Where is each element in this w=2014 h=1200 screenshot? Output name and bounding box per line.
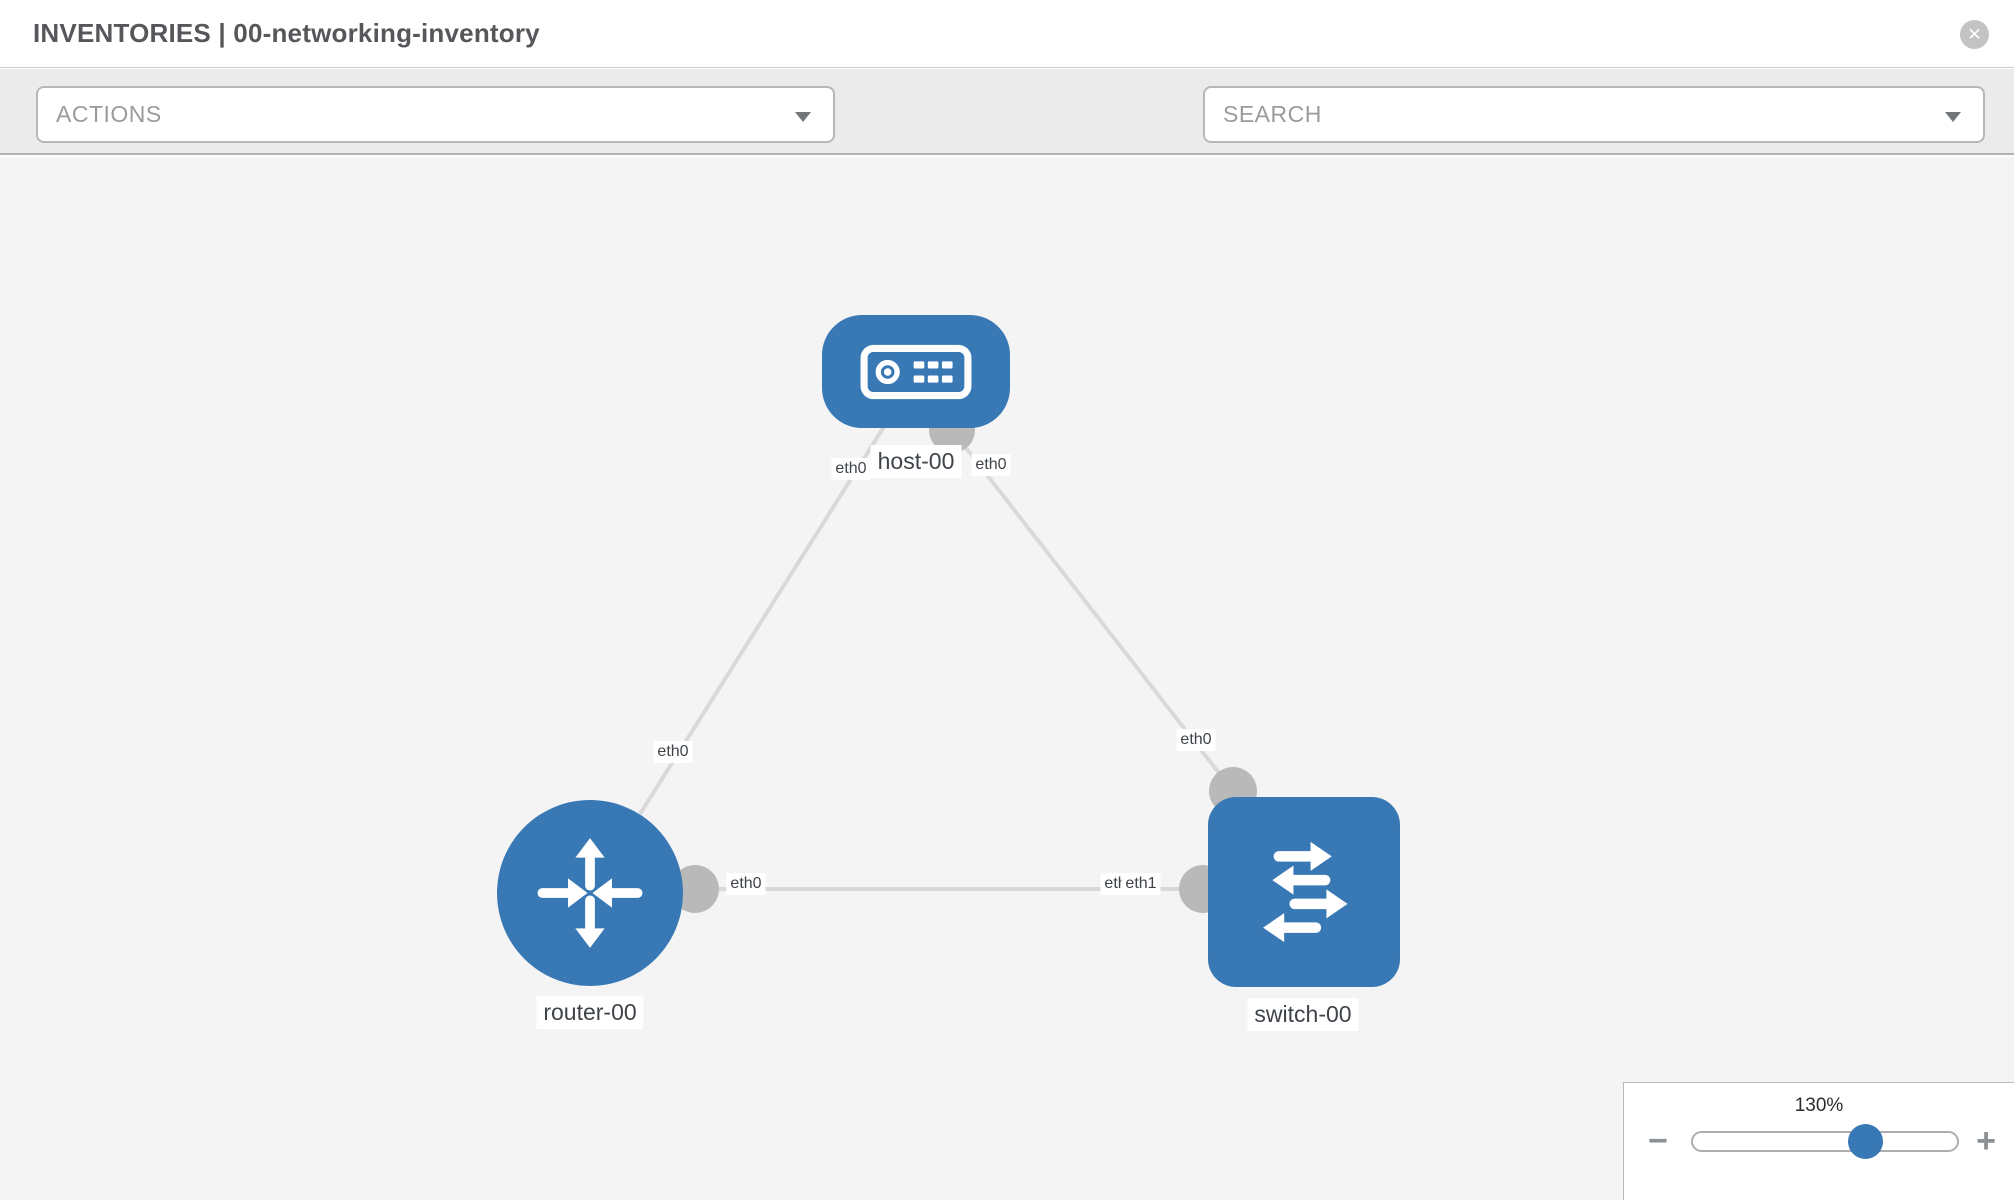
node-host-00[interactable] [822, 315, 1010, 428]
interface-label: eth0 [726, 873, 766, 895]
zoom-panel: 130% − + [1623, 1082, 2014, 1200]
nodes-layer: host-00 router-00 switch-00 eth0 eth0 eth0 eth… [0, 157, 2014, 1200]
zoom-in-button[interactable]: + [1976, 1122, 1996, 1160]
interface-label: eth0 [653, 741, 693, 763]
host-icon [860, 344, 972, 399]
node-router-00[interactable] [497, 800, 683, 986]
close-button[interactable]: ✕ [1960, 20, 1989, 49]
interface-label: eth0 [831, 458, 871, 480]
node-switch-00[interactable] [1208, 797, 1400, 987]
router-icon [537, 838, 643, 948]
page-title: INVENTORIES | 00-networking-inventory [33, 18, 540, 48]
zoom-slider-track[interactable] [1691, 1124, 1959, 1159]
interface-label: eth0 [1176, 729, 1216, 751]
node-label: switch-00 [1247, 998, 1359, 1031]
chevron-down-icon [795, 112, 811, 122]
interface-label: eth0 [971, 454, 1011, 476]
interface-label: eth1 [1121, 873, 1161, 895]
interface-connector [671, 865, 719, 913]
search-dropdown[interactable]: SEARCH [1203, 86, 1985, 143]
zoom-out-button[interactable]: − [1648, 1122, 1668, 1160]
actions-dropdown-label: ACTIONS [56, 101, 162, 127]
node-label: host-00 [870, 445, 962, 478]
chevron-down-icon [1945, 112, 1961, 122]
zoom-percentage: 130% [1794, 1095, 1844, 1116]
close-icon: ✕ [1967, 25, 1982, 44]
search-placeholder: SEARCH [1223, 101, 1322, 127]
zoom-slider-thumb[interactable] [1848, 1124, 1883, 1159]
switch-icon [1263, 841, 1348, 943]
header: INVENTORIES | 00-networking-inventory ✕ [0, 0, 2014, 68]
topology-canvas[interactable]: host-00 router-00 switch-00 eth0 eth0 eth0 eth… [0, 157, 2014, 1200]
node-label: router-00 [536, 996, 644, 1029]
actions-dropdown[interactable]: ACTIONS [36, 86, 835, 143]
toolbar: ACTIONS SEARCH [0, 69, 2014, 204]
